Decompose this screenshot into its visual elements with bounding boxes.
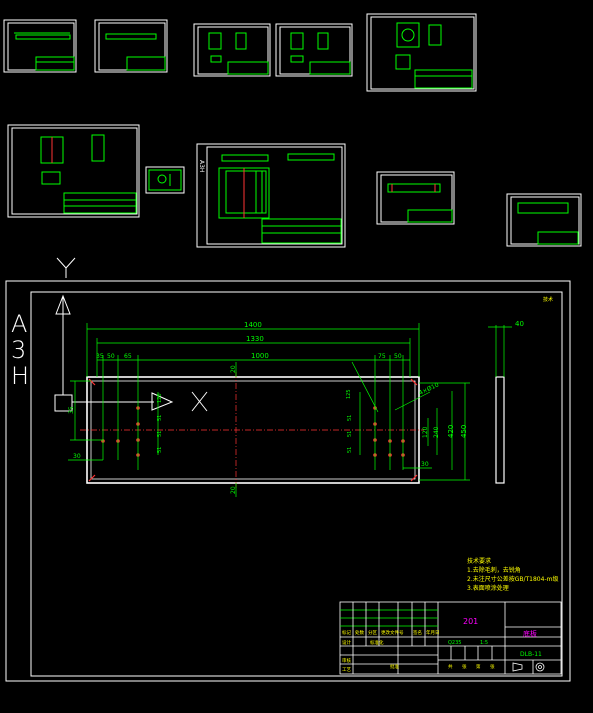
title-role-3: 工艺 — [342, 667, 351, 673]
thumbnail-sheet-label: A3H — [198, 160, 205, 172]
dim-right-vert-1: 125 — [346, 389, 352, 399]
title-block-texts: 201 底板 DLB-11 Q235 1:5 标记 处数 分区 更改文件号 签名… — [342, 617, 542, 673]
projection-symbol-icon — [512, 662, 545, 672]
dim-left-c: 65 — [124, 353, 132, 360]
dim-hole-span: 1000 — [251, 352, 269, 360]
thumbnail-sheet-4[interactable] — [275, 23, 353, 77]
main-sheet-inner-border — [30, 291, 563, 677]
dim-offset-bottom: 20 — [230, 486, 237, 494]
dim-height-small: 120 — [422, 426, 429, 438]
ucs-icon — [54, 257, 208, 412]
dim-left-side: 35 — [68, 406, 75, 414]
dim-height-inner: 240 — [433, 426, 440, 438]
title-sheet-info-4: 张 — [490, 663, 495, 670]
title-row-label-6: 年月日 — [426, 629, 440, 636]
title-sheet-info-3: 第 — [476, 663, 481, 670]
thumbnail-sheet-7[interactable] — [145, 166, 185, 194]
title-scale: 1:5 — [480, 640, 488, 646]
dim-right-vert-2: 51 — [347, 415, 353, 421]
technical-notes: 技术要求 1.去除毛刺，去锐角 2.未注尺寸公差按GB/T1804-m级 3.表… — [467, 557, 558, 592]
thumbnail-sheet-8[interactable] — [196, 143, 346, 248]
dim-left-vert-3: 51 — [157, 431, 163, 437]
note-item-1: 1.去除毛刺，去锐角 — [467, 566, 521, 574]
dim-left-vert-4: 51 — [157, 447, 163, 453]
dim-right-b: 50 — [394, 353, 402, 360]
corner-holes — [88, 378, 418, 482]
title-row-label-3: 分区 — [368, 629, 377, 636]
dim-right-a: 75 — [378, 353, 386, 360]
centerlines — [80, 372, 424, 490]
title-code-top: 201 — [463, 617, 478, 626]
dim-right-vert-4: 51 — [347, 447, 353, 453]
sheet-letter-1: A — [11, 310, 27, 338]
title-role-4: 标准化 — [370, 639, 384, 646]
dim-left-vert-1: 120 — [157, 393, 163, 403]
dim-hole-note: 4×Ø10 — [418, 381, 440, 396]
dim-left-b: 50 — [107, 353, 115, 360]
sheet-letter-2: 3 — [11, 336, 26, 364]
thumbnail-sheet-2[interactable] — [94, 19, 168, 73]
title-row-label-2: 处数 — [355, 629, 364, 636]
notes-title: 技术要求 — [467, 557, 491, 565]
title-row-label-4: 更改文件号 — [381, 629, 404, 636]
note-item-2: 2.未注尺寸公差按GB/T1804-m级 — [467, 575, 558, 583]
dimension-texts: 1400 1330 1000 35 50 65 75 50 20 20 35 3… — [68, 320, 524, 494]
title-sheet-info-2: 张 — [462, 663, 467, 670]
dim-left-a: 35 — [96, 353, 104, 360]
title-row-label-1: 标记 — [342, 629, 351, 636]
dim-offset-top: 20 — [230, 365, 237, 373]
corner-mark: 技术 — [543, 296, 553, 303]
title-row-label-5: 签名 — [413, 629, 422, 636]
note-item-3: 3.表面喷涂处理 — [467, 584, 509, 592]
thumbnail-sheet-5[interactable] — [366, 13, 477, 92]
dimension-lines — [68, 323, 512, 497]
side-view-plate — [495, 376, 505, 484]
dim-mid-length: 1330 — [246, 335, 264, 343]
title-role-1: 设计 — [342, 639, 351, 646]
dim-height-outer: 450 — [460, 425, 468, 438]
title-part-name: 底板 — [523, 629, 537, 638]
thumbnail-sheet-10[interactable] — [506, 193, 582, 247]
dim-right-bottom: 30 — [421, 461, 429, 468]
thumbnail-sheet-1[interactable] — [3, 19, 77, 73]
title-material: Q235 — [448, 640, 461, 646]
sheet-label: A 3 H — [11, 310, 29, 390]
dim-left-vert-2: 51 — [157, 415, 163, 421]
dim-overall-length: 1400 — [244, 321, 262, 329]
title-sheet-info-1: 共 — [448, 663, 453, 670]
dim-right-vert-3: 51 — [347, 431, 353, 437]
title-drawing-no: DLB-11 — [520, 651, 542, 658]
title-role-2: 审核 — [342, 657, 351, 664]
left-hole-group — [101, 406, 140, 457]
dim-height-mid: 420 — [447, 425, 455, 438]
main-sheet-outer-border — [5, 280, 571, 682]
right-hole-group — [373, 406, 405, 457]
title-block — [339, 601, 562, 675]
thumbnail-sheet-3[interactable] — [193, 23, 271, 77]
sheet-letter-3: H — [11, 362, 29, 390]
dim-thickness: 40 — [515, 320, 524, 328]
thumbnail-sheet-9[interactable] — [376, 171, 455, 225]
dim-left-bottom: 30 — [73, 453, 81, 460]
thumbnail-sheet-6[interactable] — [7, 124, 140, 218]
title-role-5: 批准 — [390, 663, 399, 670]
